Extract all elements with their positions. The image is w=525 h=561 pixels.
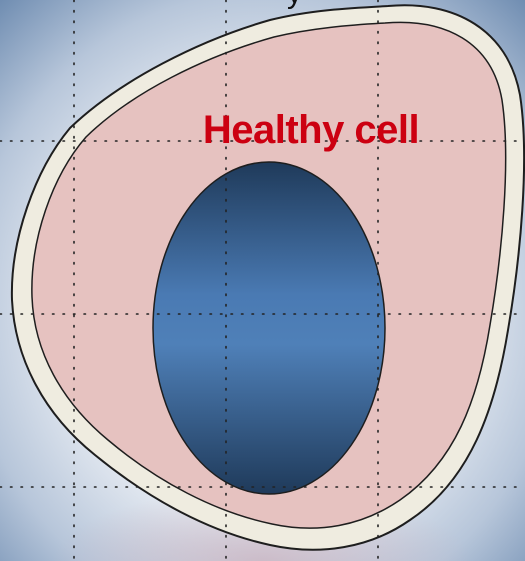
cell-title: Healthy cell: [203, 108, 419, 152]
nucleus: [153, 162, 385, 494]
clipped-top-label: y: [287, 0, 302, 10]
